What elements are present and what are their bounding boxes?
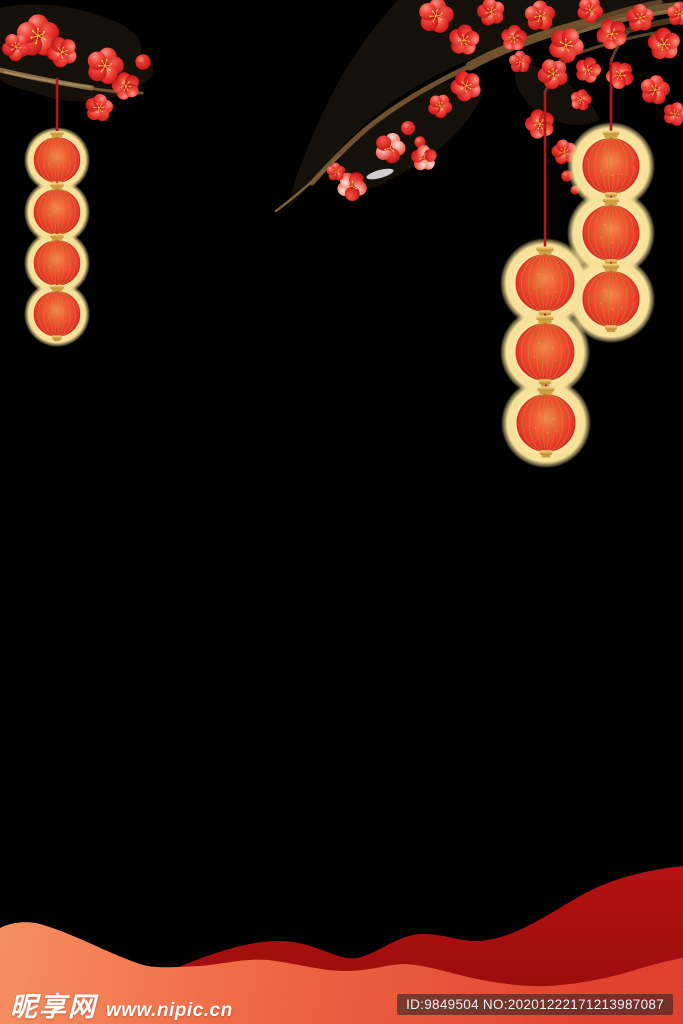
watermark-bar: 昵享网 www.nipic.cn ID:9849504 NO:202012221… [0, 984, 683, 1024]
lantern-string-right-inner [515, 244, 576, 458]
plum-bud-icon [135, 54, 151, 70]
petal-highlight [366, 168, 394, 180]
plum-bud-icon [401, 121, 415, 135]
plum-blossom-icon [603, 58, 636, 92]
plum-blossom-icon [508, 50, 532, 73]
plum-blossom-icon [637, 72, 673, 107]
plum-blossom-icon [571, 54, 605, 88]
plum-blossom-icon [663, 101, 683, 127]
site-logo: 昵享网 [10, 991, 97, 1022]
blossom-cluster-right [326, 0, 683, 206]
lantern-string-right-outer [582, 128, 640, 333]
festive-decoration [0, 0, 683, 468]
site-url: www.nipic.cn [106, 999, 233, 1021]
image-id-badge: ID:9849504 NO:20201222171213987087 [397, 993, 673, 1015]
watermark-site: 昵享网 www.nipic.cn [10, 985, 233, 1024]
